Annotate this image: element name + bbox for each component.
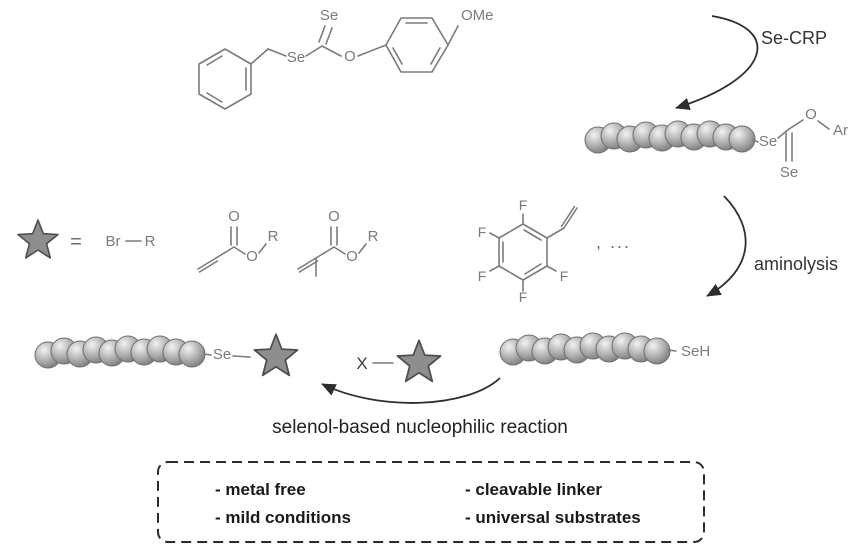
arrow-se-crp [675, 15, 759, 110]
pfs-f-lower-right: F [560, 268, 569, 284]
aminolysis-label: aminolysis [754, 254, 838, 274]
reaction-label: selenol-based nucleophilic reaction [272, 417, 568, 438]
feature-universal-substrates: - universal substrates [465, 508, 641, 527]
methacrylate-structure: O O R [297, 208, 379, 277]
initiator-o-label: O [344, 48, 356, 65]
x-label: X [356, 354, 367, 373]
polymer-product: Se [34, 333, 299, 377]
benzene-ring [198, 48, 252, 110]
pfs-ring [498, 223, 548, 281]
alkyl-halide: Br R [106, 233, 156, 250]
acrylate-carbonyl-o: O [228, 208, 240, 225]
substrate-legend: = Br R O O R O [17, 197, 631, 305]
polymer-selenol: SeH [499, 332, 710, 366]
pfs-f-upper-left: F [478, 224, 487, 240]
arrow-aminolysis [706, 195, 747, 297]
xanthate-o-label: O [805, 106, 817, 123]
initiator-ome-label: OMe [461, 7, 494, 24]
x-substrate: X [356, 339, 442, 383]
xanthate-ar-label: Ar [833, 122, 848, 139]
pentafluorostyrene-structure: F F F F F [478, 197, 578, 305]
initiator-structure: Se Se O OMe [198, 7, 494, 110]
xanthate-se-double-label: Se [780, 164, 798, 181]
pfs-f-top: F [519, 197, 528, 213]
feature-cleavable-linker: - cleavable linker [465, 480, 602, 499]
initiator-se-label: Se [287, 49, 305, 66]
feature-metal-free: - metal free [215, 480, 306, 499]
star-icon [396, 339, 442, 383]
polymer-chain-left [34, 335, 206, 369]
xanthate-se-label: Se [759, 133, 777, 150]
acrylate-ester-o: O [246, 248, 258, 265]
polymer-xanthate: Se Se O Ar [584, 106, 848, 181]
r-label: R [145, 233, 156, 250]
methacrylate-carbonyl-o: O [328, 208, 340, 225]
se-crp-label: Se-CRP [761, 28, 827, 48]
methacrylate-ester-o: O [346, 248, 358, 265]
pfs-f-bottom: F [519, 289, 528, 305]
arrow-nucleophilic-reaction [321, 377, 501, 404]
ellipsis-label: , ... [596, 232, 631, 252]
methacrylate-r: R [368, 228, 379, 245]
product-se-label: Se [213, 346, 231, 363]
star-icon [253, 333, 299, 377]
equals-sign: = [70, 231, 82, 253]
star-icon [17, 219, 59, 259]
acrylate-structure: O O R [197, 208, 279, 273]
features-border [157, 461, 705, 543]
br-label: Br [106, 233, 121, 250]
polymer-chain-top [584, 120, 756, 154]
pfs-f-lower-left: F [478, 268, 487, 284]
methoxyphenyl-ring [385, 17, 449, 73]
polymer-chain-right [499, 332, 671, 366]
acrylate-r: R [268, 228, 279, 245]
selenol-seh-label: SeH [681, 343, 710, 360]
features-box: - metal free - mild conditions - cleavab… [157, 461, 705, 543]
initiator-se-double-label: Se [320, 7, 338, 24]
feature-mild-conditions: - mild conditions [215, 508, 351, 527]
